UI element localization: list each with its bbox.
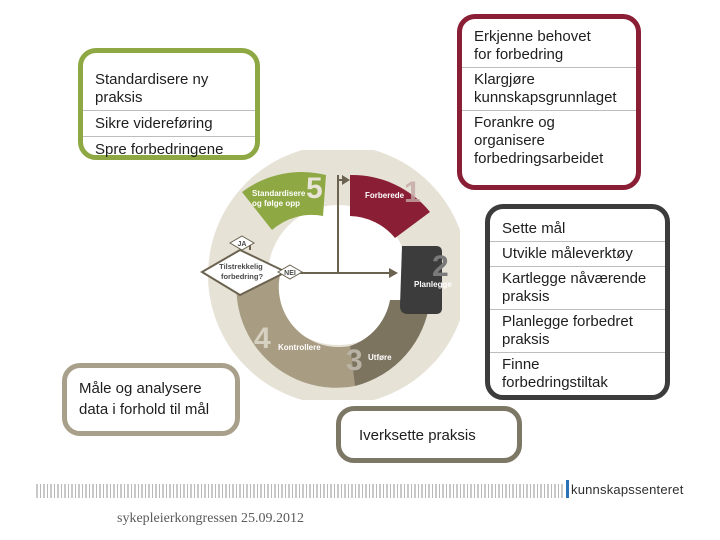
yes-label: JA (238, 241, 247, 248)
standardize-item: Standardisere ny praksis (83, 67, 255, 111)
step-2-segment (400, 246, 442, 314)
standardize-item: Spre forbedringene (95, 141, 224, 158)
step-3-segment (350, 300, 430, 386)
decision-text: Tilstrekkelig forbedring? (219, 262, 265, 281)
plan-item: Sette mål (490, 217, 665, 242)
decorative-stripe (36, 484, 564, 498)
implement-box: Iverksette praksis (336, 406, 522, 463)
step-1-number: 1 (404, 176, 421, 209)
recognize-item: Erkjenne behovet for forbedring (462, 25, 636, 68)
step-4-label: Kontrollere (278, 343, 321, 352)
step-4-segment (236, 270, 355, 388)
logo-mark (566, 480, 569, 498)
step-1-segment (350, 174, 430, 238)
standardize-box: Standardisere ny praksis Sikre viderefør… (78, 48, 260, 160)
step-3-label: Utføre (368, 353, 392, 362)
no-tag (277, 264, 303, 280)
plan-item: Utvikle måleverktøy (490, 242, 665, 267)
step-5-number: 5 (306, 172, 323, 205)
plan-item: Finne forbedringstiltak (502, 356, 608, 391)
standardize-item: Sikre videreføring (83, 111, 255, 137)
footer-text: sykepleierkongressen 25.09.2012 (117, 511, 305, 526)
decision-diamond (200, 248, 289, 297)
recognize-item: Forankre og organisere forbedringsarbeid… (474, 114, 604, 167)
plan-item: Planlegge forbedret praksis (490, 310, 665, 353)
plan-box: Sette mål Utvikle måleverktøy Kartlegge … (485, 204, 670, 400)
no-label: NEI (284, 270, 296, 277)
step-3-number: 3 (346, 344, 363, 377)
step-5-segment (242, 172, 326, 230)
arrow-to-planlegge (389, 268, 398, 278)
measure-text: Måle og analysere data i forhold til mål (79, 380, 210, 418)
step-4-number: 4 (254, 322, 271, 355)
implement-text: Iverksette praksis (359, 427, 476, 444)
improvement-cycle-diagram: 1 2 3 4 5 Forberede Planlegge Utføre Kon… (200, 150, 460, 400)
step-5-label: Standardisere og følge opp (252, 189, 308, 208)
measure-box: Måle og analysere data i forhold til mål (62, 363, 240, 436)
recognize-box: Erkjenne behovet for forbedring Klargjør… (457, 14, 641, 190)
step-2-label: Planlegge (414, 280, 452, 289)
recognize-item: Klargjøre kunnskapsgrunnlaget (462, 68, 636, 111)
yes-tag (229, 235, 255, 251)
logo-text: kunnskapssenteret (571, 482, 684, 497)
step-1-label: Forberede (365, 191, 405, 200)
plan-item: Kartlegge nåværende praksis (490, 267, 665, 310)
step-2-number: 2 (432, 250, 449, 283)
